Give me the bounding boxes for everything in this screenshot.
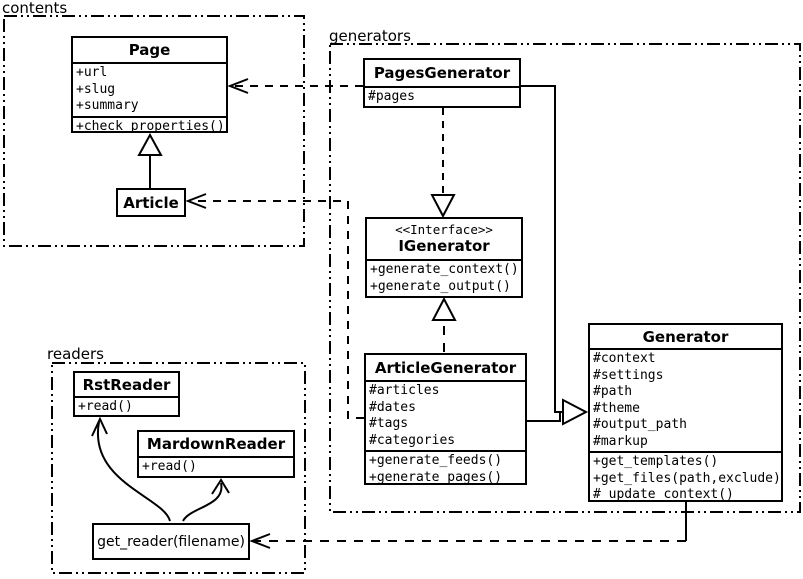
generalization-article-to-page (137, 132, 163, 188)
class-name-mardownreader: MardownReader (139, 432, 293, 458)
interface-stereotype: <<Interface>> (395, 221, 493, 237)
attribute: +slug (76, 81, 116, 97)
method: +read() (142, 459, 197, 474)
class-box-generator: Generator #context #settings #path #them… (588, 323, 783, 502)
class-box-mardownreader: MardownReader +read() (137, 430, 295, 478)
generator-methods: +get_templates() +get_files(path,exclude… (590, 453, 781, 500)
method: +get_files(path,exclude) (593, 470, 781, 486)
method: +read() (78, 399, 133, 414)
rstreader-methods: +read() (75, 398, 178, 415)
method: +generate_context() (370, 262, 519, 277)
igenerator-header: <<Interface>> IGenerator (367, 219, 521, 261)
attribute: #categories (369, 432, 456, 448)
class-name-rstreader: RstReader (75, 373, 178, 398)
page-methods: +check_properties() (73, 118, 226, 132)
attribute: +summary (76, 98, 139, 113)
method: +generate_feeds() (369, 453, 503, 468)
class-name-articlegenerator: ArticleGenerator (366, 355, 525, 382)
attribute: #theme (593, 400, 640, 416)
attribute: #markup (593, 433, 648, 449)
generalization-generators-to-generator (521, 85, 589, 426)
package-label-contents: contents (2, 0, 68, 17)
attribute: #pages (368, 89, 415, 104)
attribute: #articles (369, 383, 440, 398)
class-name-page: Page (73, 38, 226, 64)
dependency-pagesgenerator-to-page (227, 78, 363, 94)
realization-articlegenerator-to-igenerator (431, 296, 457, 352)
class-box-igenerator: <<Interface>> IGenerator +generate_conte… (365, 217, 523, 298)
get-reader-label: get_reader(filename) (97, 533, 245, 550)
attribute: #settings (593, 367, 664, 383)
attribute: +url (76, 65, 108, 80)
class-box-articlegenerator: ArticleGenerator #articles #dates #tags … (364, 353, 527, 485)
attribute: #output_path (593, 417, 687, 432)
attribute: #path (593, 384, 633, 399)
class-name-article: Article (123, 193, 179, 212)
realization-pagesgenerator-to-igenerator (430, 108, 456, 219)
method: #_update_context() (593, 487, 734, 500)
class-box-page: Page +url +slug +summary +check_properti… (71, 36, 228, 133)
class-name-generator: Generator (590, 325, 781, 350)
class-name-igenerator: IGenerator (398, 237, 490, 256)
package-label-readers: readers (47, 345, 104, 363)
method: +generate_output() (370, 278, 511, 294)
package-border-readers (51, 362, 306, 574)
class-name-pagesgenerator: PagesGenerator (365, 60, 519, 88)
dependency-articlegenerator-to-article (185, 193, 364, 419)
arrow-getreader-to-mardownreader (182, 478, 230, 522)
package-border-contents (3, 15, 305, 247)
class-box-rstreader: RstReader +read() (73, 371, 180, 417)
mardownreader-methods: +read() (139, 458, 293, 476)
pagesgenerator-attributes: #pages (365, 88, 519, 106)
class-box-pagesgenerator: PagesGenerator #pages (363, 58, 521, 108)
package-border-generators (329, 43, 801, 513)
attribute: #tags (369, 416, 409, 431)
method: +check_properties() (76, 118, 225, 132)
igenerator-methods: +generate_context() +generate_output() (367, 261, 521, 296)
articlegenerator-methods: +generate_feeds() +generate_pages() (366, 452, 525, 483)
arrow-getreader-to-rstreader (91, 416, 171, 522)
attribute: #context (593, 351, 656, 366)
class-box-article: Article (116, 188, 186, 217)
dependency-generator-to-getreader (249, 502, 687, 549)
attribute: #dates (369, 399, 416, 415)
method: +get_templates() (593, 454, 719, 469)
page-attributes: +url +slug +summary (73, 64, 226, 118)
function-box-get-reader: get_reader(filename) (92, 523, 250, 560)
generator-attributes: #context #settings #path #theme #output_… (590, 350, 781, 453)
articlegenerator-attributes: #articles #dates #tags #categories (366, 382, 525, 452)
method: +generate_pages() (369, 469, 503, 484)
package-label-generators: generators (329, 27, 411, 45)
